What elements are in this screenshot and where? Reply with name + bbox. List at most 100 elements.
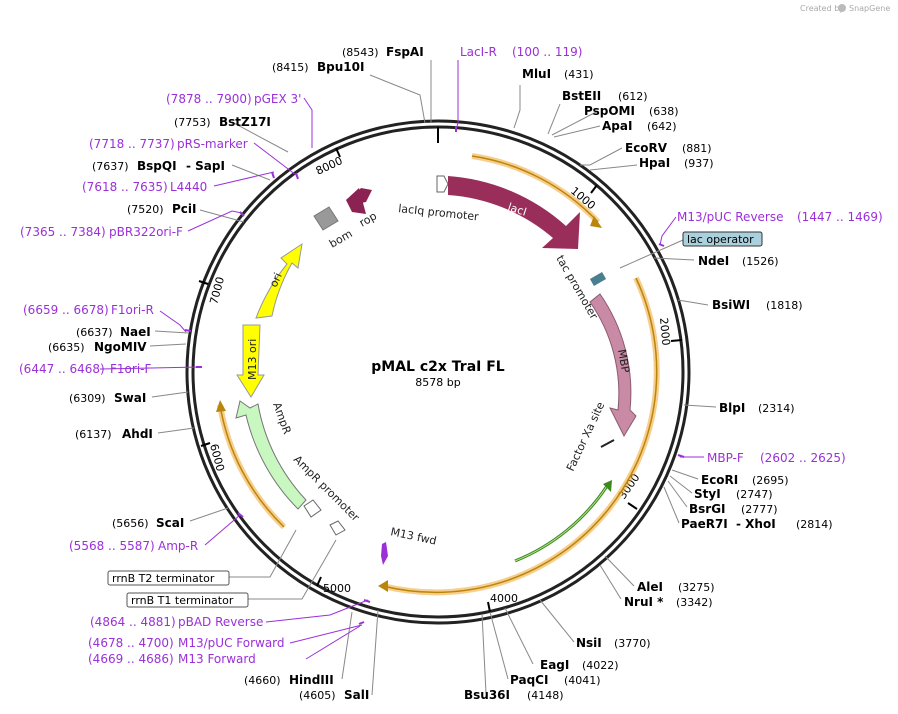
site-name: BsiWI [712, 298, 750, 312]
feature-ampr[interactable] [235, 400, 307, 510]
site-name: PciI [172, 202, 197, 216]
feature-bom[interactable] [313, 206, 339, 231]
feature-ori-label: ori [267, 271, 285, 289]
feature-m13-fwd-label: M13 fwd [389, 525, 437, 547]
feature-mbp[interactable] [589, 293, 637, 438]
site-name: PaqCI [510, 673, 548, 687]
site-pos: (3770) [614, 637, 651, 650]
feature-tac-promoter[interactable] [589, 272, 607, 286]
site-alt-name: - SapI [186, 159, 225, 173]
site-name: HindIII [289, 673, 334, 687]
site-name: NgoMIV [94, 340, 147, 354]
site-name: ScaI [156, 516, 184, 530]
tick-6000 [200, 442, 211, 447]
site-pos: (642) [647, 120, 677, 133]
site-name: BstEII [562, 89, 601, 103]
site-name: FspAI [386, 45, 424, 59]
tick-8000 [335, 147, 341, 158]
site-name: Bpu10I [317, 60, 364, 74]
feature-ampr-label: AmpR [270, 401, 294, 437]
site-pos: (3342) [676, 596, 713, 609]
primer-name: pGEX 3' [254, 92, 301, 106]
site-pos: (4022) [582, 659, 619, 672]
primer-range: (7878 .. 7900) [166, 92, 252, 106]
snapgene-logo-icon [838, 4, 846, 12]
primer-ticks [184, 126, 685, 625]
tick-label-5000: 5000 [323, 582, 351, 595]
site-name: NaeI [120, 325, 151, 339]
site-pos: (2314) [758, 402, 795, 415]
site-name: Bsu36I [464, 688, 510, 702]
orf-arc-green-head [603, 480, 612, 492]
primer-range: (5568 .. 5587) [69, 539, 155, 553]
rrnb-t1-label: rrnB T1 terminator [131, 594, 234, 607]
site-pos: (881) [682, 142, 712, 155]
lac-operator-label: lac operator [687, 233, 754, 246]
feature-bom-label: bom [327, 227, 355, 250]
site-pos: (4148) [527, 689, 564, 702]
feature-mbp-label: MBP [615, 348, 632, 374]
feature-ori[interactable] [255, 242, 303, 319]
primer-name: L4440 [170, 180, 207, 194]
site-name: BlpI [719, 401, 745, 415]
feature-m13-fwd[interactable] [381, 542, 388, 565]
feature-laci[interactable] [448, 176, 580, 249]
primer-name: pBAD Reverse [178, 615, 263, 629]
site-pos: (3275) [678, 581, 715, 594]
site-name: HpaI [639, 156, 670, 170]
tick-1000 [590, 184, 598, 194]
primer-name: F1ori-R [111, 303, 154, 317]
site-name: EagI [540, 658, 569, 672]
primer-name: F1ori-F [110, 362, 151, 376]
site-pos: (7637) [92, 160, 129, 173]
primer-name: Amp-R [158, 539, 198, 553]
site-pos: (4041) [564, 674, 601, 687]
primer-name: pRS-marker [177, 137, 248, 151]
tick-label-4000: 4000 [490, 592, 518, 605]
feature-laci-label: lacI [506, 200, 528, 218]
primer-range: (7365 .. 7384) [20, 225, 106, 239]
primer-labels: LacI-R (100 .. 119) (7878 .. 7900) pGEX … [19, 45, 883, 666]
feature-ampr-promoter[interactable] [303, 499, 322, 518]
primer-range: (6447 .. 6468) [19, 362, 105, 376]
site-name: SwaI [114, 391, 146, 405]
site-name: ApaI [602, 119, 632, 133]
primer-leaders [99, 60, 704, 660]
site-name: NdeI [698, 254, 729, 268]
tick-marks [198, 147, 683, 613]
site-name: BsrGI [689, 502, 726, 516]
feature-promoter-small [329, 520, 346, 536]
orf-arc-laci-line [471, 155, 599, 223]
primer-range: (6659 .. 6678) [23, 303, 109, 317]
site-name: EcoRI [701, 473, 738, 487]
orf-arc-laci-head [590, 216, 602, 228]
tick-5000 [316, 576, 322, 587]
primer-range: (4678 .. 4700) [88, 636, 174, 650]
site-pos: (2814) [796, 518, 833, 531]
primer-range: (4669 .. 4686) [88, 652, 174, 666]
site-pos: (6637) [76, 326, 113, 339]
feature-m13-ori[interactable] [236, 324, 265, 398]
orf-arc-ampr-head [216, 400, 226, 412]
site-pos: (2695) [752, 474, 789, 487]
tick-4000 [487, 601, 491, 613]
rrnb-t1-box[interactable] [126, 592, 249, 608]
feature-factor-xa-label: Factor Xa site [564, 400, 607, 474]
site-pos: (1526) [742, 255, 779, 268]
site-pos: (1818) [766, 299, 803, 312]
brand-text: SnapGene [849, 4, 890, 13]
tick-label-2000: 2000 [657, 317, 672, 346]
tick-label-6000: 6000 [207, 442, 227, 472]
tick-3000 [627, 502, 638, 510]
primer-range: (7718 .. 7737) [89, 137, 175, 151]
primer-range: (1447 .. 1469) [797, 210, 883, 224]
primer-name: LacI-R [460, 45, 497, 59]
site-name: SalI [344, 688, 369, 702]
feature-factor-xa[interactable] [600, 439, 615, 448]
rrnb-t2-box[interactable] [107, 570, 230, 586]
site-name: EcoRV [625, 141, 668, 155]
primer-name: pBR322ori-F [109, 225, 183, 239]
feature-laciq-promoter[interactable] [436, 175, 449, 193]
site-labels: (8543) FspAI (8415) Bpu10I MluI (431) Bs… [48, 45, 833, 702]
lac-operator-box[interactable] [682, 231, 763, 247]
